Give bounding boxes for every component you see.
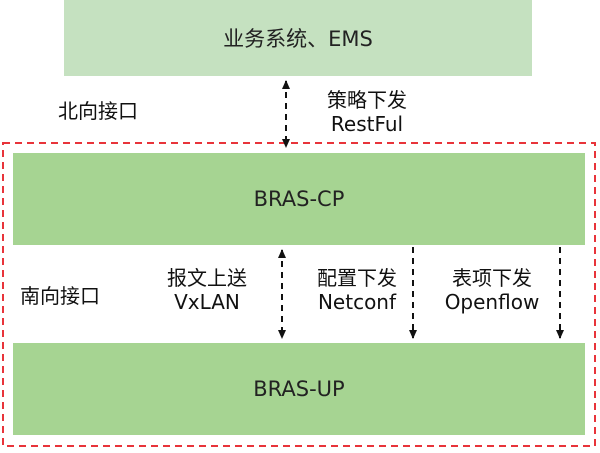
bras-cp-label: BRAS-CP (253, 187, 345, 211)
vxlan-label-cn: 报文上送 (167, 266, 247, 290)
business-system-box: 业务系统、EMS (64, 0, 532, 76)
southbound-interface-label: 南向接口 (20, 284, 100, 308)
business-system-label: 业务系统、EMS (223, 27, 373, 51)
bras-up-box: BRAS-UP (13, 343, 585, 435)
dashed-container-border (2, 142, 596, 447)
bras-up-label: BRAS-UP (253, 377, 345, 401)
northbound-arrow-label-en: RestFul (330, 112, 404, 136)
openflow-label-en: Openflow (444, 290, 540, 314)
bras-cp-box: BRAS-CP (13, 153, 585, 245)
southbound-link-label-openflow: 表项下发 Openflow (432, 266, 552, 314)
netconf-label-cn: 配置下发 (317, 266, 397, 290)
northbound-arrow-label: 策略下发 RestFul (312, 88, 422, 136)
vxlan-label-en: VxLAN (174, 290, 240, 314)
northbound-interface-label: 北向接口 (58, 99, 138, 123)
openflow-label-cn: 表项下发 (452, 266, 532, 290)
southbound-link-label-vxlan: 报文上送 VxLAN (152, 266, 262, 314)
netconf-label-en: Netconf (317, 290, 397, 314)
northbound-arrow-label-cn: 策略下发 (327, 88, 407, 112)
southbound-link-label-netconf: 配置下发 Netconf (302, 266, 412, 314)
